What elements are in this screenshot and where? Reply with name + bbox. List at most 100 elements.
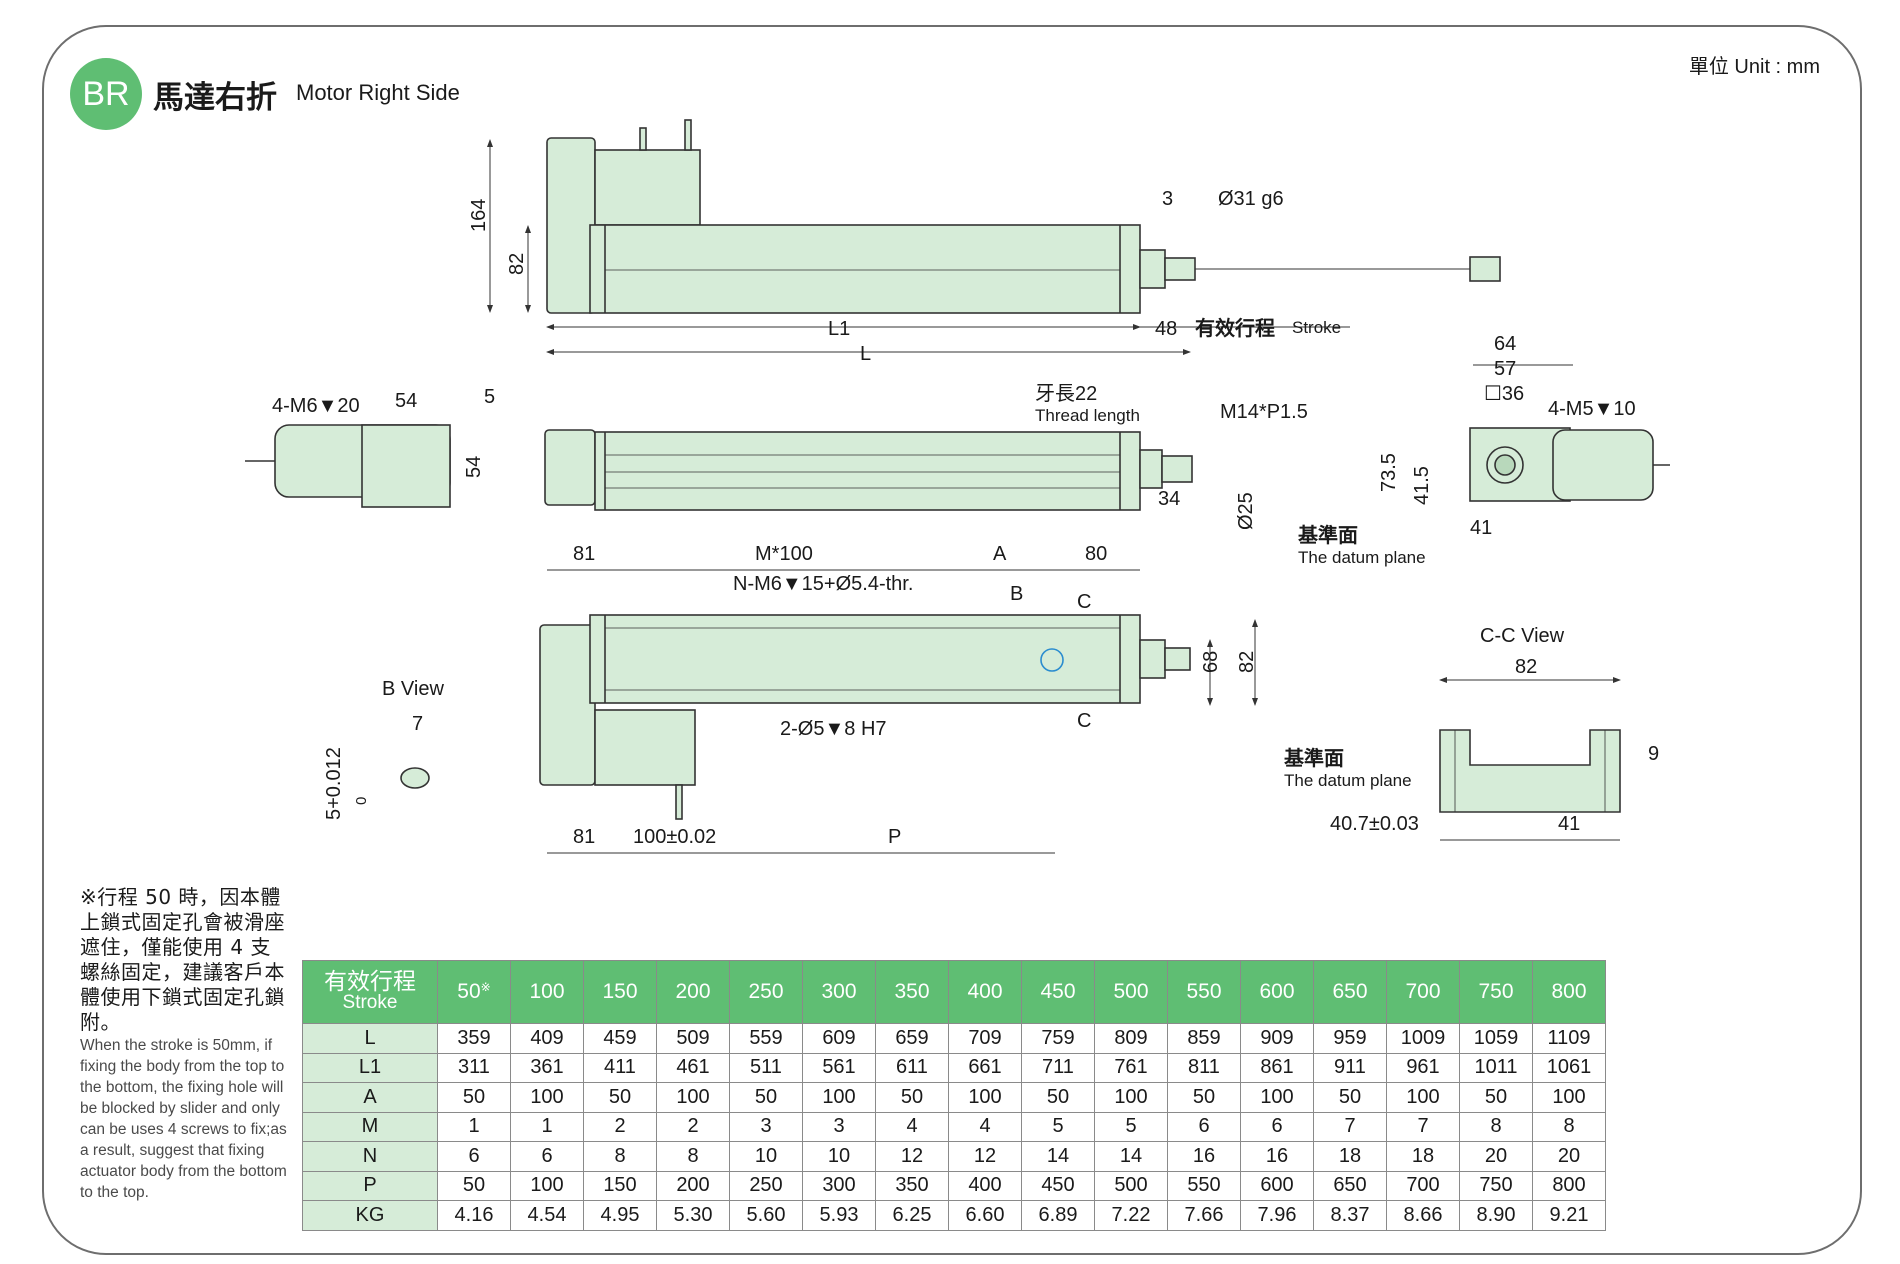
table-cell: 10 <box>729 1141 803 1172</box>
table-cell: 10 <box>802 1141 876 1172</box>
table-cell: 8 <box>656 1141 730 1172</box>
table-cell: 8 <box>1532 1111 1606 1142</box>
table-cell: 400 <box>948 1170 1022 1201</box>
table-cell: 1011 <box>1459 1052 1533 1083</box>
table-cell: 3 <box>729 1111 803 1142</box>
dim-34: 34 <box>1158 488 1180 510</box>
dim-80: 80 <box>1085 543 1107 565</box>
stroke-col-header: 650 <box>1313 960 1387 1024</box>
table-cell: 50 <box>1167 1082 1241 1113</box>
stroke-col-header: 100 <box>510 960 584 1024</box>
table-cell: 809 <box>1094 1023 1168 1054</box>
table-cell: 50 <box>875 1082 949 1113</box>
table-cell: 5 <box>1094 1111 1168 1142</box>
page-frame <box>42 25 1862 1255</box>
table-cell: 200 <box>656 1170 730 1201</box>
table-cell: 759 <box>1021 1023 1095 1054</box>
row-label: L1 <box>302 1052 438 1083</box>
table-cell: 5.30 <box>656 1200 730 1231</box>
table-cell: 650 <box>1313 1170 1387 1201</box>
dim-m100: M*100 <box>755 543 813 565</box>
stroke-col-header: 600 <box>1240 960 1314 1024</box>
table-cell: 1109 <box>1532 1023 1606 1054</box>
stroke-col-header: 400 <box>948 960 1022 1024</box>
datum-label-zh: 基準面 <box>1298 523 1358 547</box>
row-label: N <box>302 1141 438 1172</box>
table-cell: 300 <box>802 1170 876 1201</box>
stroke-col-header: 800 <box>1532 960 1606 1024</box>
table-cell: 1061 <box>1532 1052 1606 1083</box>
table-cell: 659 <box>875 1023 949 1054</box>
dim-5-tol: 5+0.012 <box>323 747 345 820</box>
plan-view-bottom <box>539 614 1191 820</box>
table-header-row: 有效行程 Stroke 50※ 100 150 200 250 300 350 … <box>302 960 1606 1024</box>
unit-label: 單位 Unit : mm <box>1688 56 1820 78</box>
row-label: KG <box>302 1200 438 1231</box>
table-cell: 14 <box>1094 1141 1168 1172</box>
table-cell: 509 <box>656 1023 730 1054</box>
table-cell: 20 <box>1532 1141 1606 1172</box>
table-cell: 7.66 <box>1167 1200 1241 1231</box>
table-cell: 7 <box>1386 1111 1460 1142</box>
table-cell: 12 <box>875 1141 949 1172</box>
side-view-middle <box>544 429 1193 511</box>
table-cell: 359 <box>437 1023 511 1054</box>
table-cell: 8.66 <box>1386 1200 1460 1231</box>
table-cell: 459 <box>583 1023 657 1054</box>
table-cell: 100 <box>510 1082 584 1113</box>
table-cell: 50 <box>1313 1082 1387 1113</box>
table-cell: 6 <box>510 1141 584 1172</box>
dim-7: 7 <box>412 713 423 735</box>
table-cell: 6.89 <box>1021 1200 1095 1231</box>
table-cell: 100 <box>1386 1082 1460 1113</box>
table-cell: 8.37 <box>1313 1200 1387 1231</box>
dim-l: L <box>860 343 871 365</box>
section-title-zh: 馬達右折 <box>153 80 277 116</box>
table-cell: 100 <box>656 1082 730 1113</box>
dim-54-vert: 54 <box>463 456 485 478</box>
stroke-col-header: 550 <box>1167 960 1241 1024</box>
dim-pin: 2-Ø5▼8 H7 <box>780 718 887 740</box>
table-cell: 14 <box>1021 1141 1095 1172</box>
table-cell: 5.60 <box>729 1200 803 1231</box>
table-cell: 100 <box>510 1170 584 1201</box>
table-cell: 6 <box>1240 1111 1314 1142</box>
dim-41-cc: 41 <box>1558 813 1580 835</box>
table-cell: 561 <box>802 1052 876 1083</box>
table-cell: 909 <box>1240 1023 1314 1054</box>
stroke-col-header: 150 <box>583 960 657 1024</box>
dim-82-top: 82 <box>506 253 528 275</box>
table-cell: 361 <box>510 1052 584 1083</box>
dim-48: 48 <box>1155 318 1177 340</box>
datum-label-en: The datum plane <box>1298 548 1426 567</box>
table-cell: 18 <box>1313 1141 1387 1172</box>
dim-41-5: 41.5 <box>1411 466 1433 505</box>
table-cell: 8 <box>583 1141 657 1172</box>
dim-73-5: 73.5 <box>1378 453 1400 492</box>
table-cell: 100 <box>1094 1082 1168 1113</box>
dim-68: 68 <box>1200 651 1222 673</box>
table-cell: 661 <box>948 1052 1022 1083</box>
stroke-note: ※行程 50 時，因本體上鎖式固定孔會被滑座遮住，僅能使用 4 支螺絲固定，建議… <box>80 885 290 1203</box>
table-cell: 911 <box>1313 1052 1387 1083</box>
dim-64: 64 <box>1494 333 1516 355</box>
table-cell: 2 <box>656 1111 730 1142</box>
table-cell: 6 <box>437 1141 511 1172</box>
table-cell: 16 <box>1240 1141 1314 1172</box>
stroke-note-en: When the stroke is 50mm, if fixing the b… <box>80 1037 287 1201</box>
table-cell: 50 <box>437 1170 511 1201</box>
side-view-top <box>546 119 1501 314</box>
stroke-col-header: 300 <box>802 960 876 1024</box>
table-cell: 311 <box>437 1052 511 1083</box>
dim-82-plan: 82 <box>1236 651 1258 673</box>
table-cell: 811 <box>1167 1052 1241 1083</box>
table-cell: 7 <box>1313 1111 1387 1142</box>
dim-p: P <box>888 826 901 848</box>
table-cell: 600 <box>1240 1170 1314 1201</box>
stroke-label-en: Stroke <box>1292 318 1341 337</box>
